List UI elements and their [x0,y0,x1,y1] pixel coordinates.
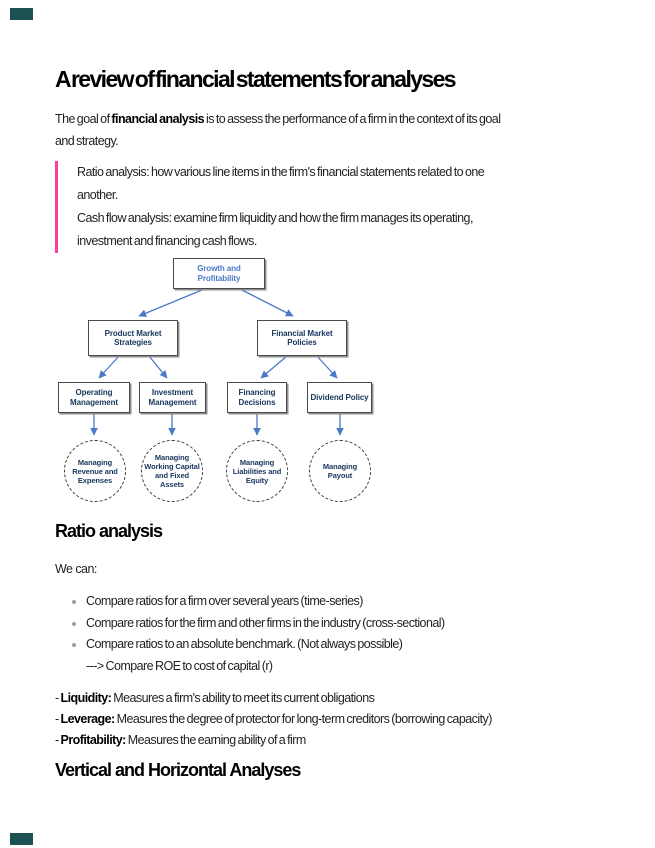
intro-text-before: The goal of [55,112,112,126]
arrow-root-to-product [138,289,203,317]
definition-liquidity: - Liquidity: Measures a firm's ability t… [55,688,600,709]
node-managing-revenue-expenses: Managing Revenue and Expenses [64,440,126,502]
definitions-block: - Liquidity: Measures a firm's ability t… [55,688,600,751]
node-managing-liabilities-equity: Managing Liabilities and Equity [226,440,288,502]
definition-description: Measures the degree of protector for lon… [114,712,493,726]
page-edge-marker-top [10,8,33,20]
ratio-bullet-list: Compare ratios for a firm over several y… [55,591,600,656]
node-operating-management: Operating Management [58,382,130,413]
intro-line-2: and strategy. [55,134,119,148]
definition-prefix: - [55,712,61,726]
node-growth-profitability: Growth and Profitability [173,258,265,289]
definition-description: Measures a firm's ability to meet its cu… [111,691,375,705]
arrow-financial-to-dividend [316,355,338,379]
arrow-product-to-investment [148,355,168,379]
arrow-product-to-operating [98,355,120,379]
definition-description: Measures the earning ability of a firm [125,733,307,747]
bullet-item: Compare ratios to an absolute benchmark.… [55,634,600,656]
node-financing-decisions: Financing Decisions [227,382,287,413]
definition-profitability: - Profitability: Measures the earning ab… [55,730,600,751]
node-dividend-policy: Dividend Policy [307,382,372,413]
quote-line: another. [77,188,118,202]
node-product-market-strategies: Product Market Strategies [88,320,178,356]
definition-term: Leverage: [60,712,116,726]
quote-block: Ratio analysis: how various line items i… [55,161,600,253]
heading-vertical-horizontal: Vertical and Horizontal Analyses [55,760,301,780]
bullet-item: Compare ratios for a firm over several y… [55,591,600,613]
quote-line: investment and financing cash flows. [77,234,257,248]
intro-text-after: is to assess the performance of a firm i… [204,112,501,126]
definition-term: Liquidity: [60,691,112,705]
intro-bold-term: financial analysis [111,112,205,126]
node-managing-working-capital: Managing Working Capital and Fixed Asset… [141,440,203,502]
flowchart-arrows [90,289,344,436]
intro-line-1: The goal of financial analysis is to ass… [55,108,600,130]
arrow-financial-to-financing [260,355,288,379]
definition-prefix: - [55,691,61,705]
arrow-root-to-financial [241,289,294,317]
strategy-flowchart: Growth and Profitability Product Market … [55,255,395,505]
definition-prefix: - [55,733,61,747]
quote-line: Cash flow analysis: examine firm liquidi… [77,211,473,225]
definition-term: Profitability: [60,733,127,747]
node-financial-market-policies: Financial Market Policies [257,320,347,356]
page-title: A review of financial statements for ana… [55,66,457,92]
node-investment-management: Investment Management [139,382,206,413]
bullet-item: Compare ratios for the firm and other fi… [55,613,600,635]
quote-line: Ratio analysis: how various line items i… [77,165,485,179]
ratio-lead-text: We can: [55,562,97,576]
bullet-note: ---> Compare ROE to cost of capital (r) [86,658,273,673]
heading-ratio-analysis: Ratio analysis [55,521,163,541]
node-managing-payout: Managing Payout [309,440,371,502]
intro-paragraph: The goal of financial analysis is to ass… [55,108,600,152]
page-edge-marker-bottom [10,833,33,845]
document-content: A review of financial statements for ana… [55,0,600,782]
definition-leverage: - Leverage: Measures the degree of prote… [55,709,600,730]
